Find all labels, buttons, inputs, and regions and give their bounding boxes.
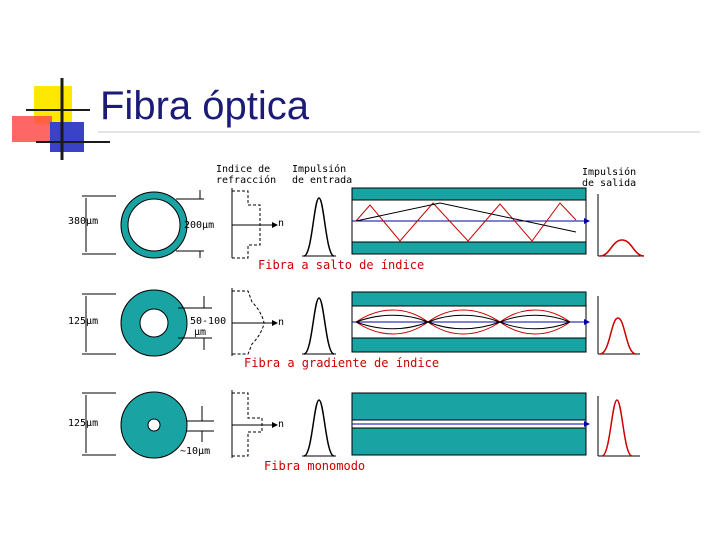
- outer-diameter-label: 125µm: [68, 418, 99, 429]
- decorative-logo: [12, 78, 110, 160]
- header-input-pulse: Impulsión de entrada: [292, 164, 352, 186]
- fiber-row-single-mode: [82, 390, 640, 459]
- slide-title: Fibra óptica: [100, 84, 309, 128]
- n-label: n: [278, 218, 285, 229]
- step-index-ray-a: [355, 202, 577, 242]
- header-input-pulse-line1: Impulsión: [292, 164, 347, 175]
- input-pulse-curve: [303, 297, 335, 355]
- outer-diameter-label: 380µm: [68, 216, 99, 227]
- core-circle: [127, 198, 181, 252]
- graded-ray-lower: [355, 321, 571, 335]
- caption-step-index: Fibra a salto de índice: [258, 258, 425, 272]
- core-diameter-label: ~10µm: [180, 446, 211, 457]
- n-axis-arrowhead: [272, 222, 278, 228]
- input-pulse-curve: [303, 399, 335, 457]
- n-label: n: [278, 419, 285, 430]
- caption-graded-index: Fibra a gradiente de índice: [244, 356, 440, 370]
- header-refraction-index-line1: Indice de: [216, 164, 271, 175]
- header-input-pulse-line2: de entrada: [292, 175, 353, 186]
- fiber-axis-arrowhead: [584, 218, 590, 224]
- header-refraction-index-line2: refracción: [216, 175, 277, 186]
- core-circle: [139, 308, 169, 338]
- n-label: n: [278, 317, 285, 328]
- header-output-pulse-line1: Impulsión: [582, 167, 637, 178]
- n-axis-arrowhead: [272, 320, 278, 326]
- logo-blue-square: [50, 122, 84, 152]
- output-pulse-curve: [599, 317, 637, 355]
- output-pulse-curve: [599, 239, 645, 257]
- header-refraction-index: Indice de refracción: [216, 164, 276, 186]
- input-pulse-curve: [303, 197, 335, 257]
- header-output-pulse-line2: de salida: [582, 178, 637, 189]
- logo-red-square: [12, 116, 52, 142]
- fiber-row-graded-index: [82, 288, 640, 357]
- graded-ray-upper: [355, 309, 571, 323]
- core-diameter-label-line1: 50-100: [190, 316, 227, 327]
- graded-index-rays: [355, 309, 571, 335]
- graded-ray-mid-lower: [355, 321, 571, 330]
- core-diameter-label: 200µm: [184, 220, 215, 231]
- core-diameter-label: 50-100 µm: [190, 316, 226, 338]
- caption-single-mode: Fibra monomodo: [264, 459, 366, 473]
- outer-diameter-label: 125µm: [68, 316, 99, 327]
- output-pulse-curve: [601, 399, 633, 457]
- core-circle: [147, 418, 161, 432]
- header-output-pulse: Impulsión de salida: [582, 167, 636, 189]
- step-index-ray-b: [355, 202, 577, 233]
- fiber-axis-arrowhead: [584, 421, 590, 427]
- n-axis-arrowhead: [272, 422, 278, 428]
- core-diameter-label-line2: µm: [194, 327, 207, 338]
- graded-ray-mid-upper: [355, 314, 571, 323]
- fiber-row-step-index: [82, 187, 645, 259]
- fiber-axis-arrowhead: [584, 319, 590, 325]
